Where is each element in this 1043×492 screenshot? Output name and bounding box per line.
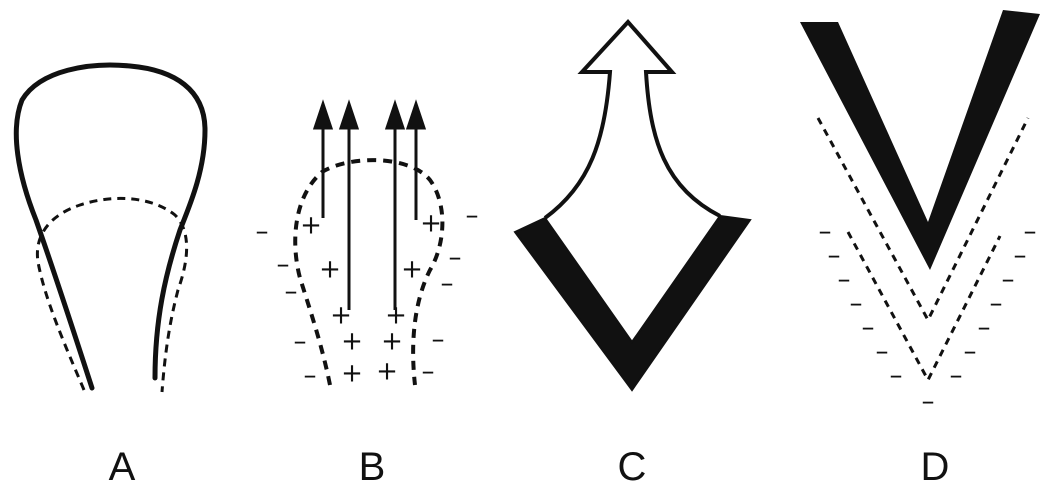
minus-sign: – xyxy=(990,289,1003,319)
plus-sign: + xyxy=(341,327,363,357)
minus-sign: – xyxy=(256,217,269,247)
plus-sign: + xyxy=(401,255,423,285)
panel-c xyxy=(515,22,750,390)
panel-d-label: D xyxy=(921,445,950,489)
plus-sign: + xyxy=(300,211,322,241)
panel-b-label: B xyxy=(359,445,386,489)
minus-sign: – xyxy=(432,325,445,355)
minus-sign: – xyxy=(294,327,307,357)
plus-sign: + xyxy=(319,255,341,285)
minus-sign: – xyxy=(277,250,290,280)
panel-a-label: A xyxy=(109,445,136,489)
minus-sign: – xyxy=(441,269,454,299)
plus-sign: + xyxy=(341,359,363,389)
panel-c-thick-v xyxy=(515,216,750,390)
minus-sign: – xyxy=(978,313,991,343)
panel-b: + + + + + + + + + + – – – – – – – – – – xyxy=(256,104,479,391)
minus-sign: – xyxy=(422,357,435,387)
minus-sign: – xyxy=(876,337,889,367)
panel-c-label: C xyxy=(618,445,647,489)
arrow-2-head xyxy=(341,104,357,128)
arrow-3-head xyxy=(387,104,403,128)
minus-sign: – xyxy=(1002,265,1015,295)
minus-sign: – xyxy=(1014,241,1027,271)
panel-d: – – – – – – – – – – – – – – – xyxy=(800,10,1040,417)
minus-sign: – xyxy=(964,337,977,367)
plus-sign: + xyxy=(420,209,442,239)
panel-labels: A B C D xyxy=(109,445,950,489)
panel-b-negative-signs: – – – – – – – – – – xyxy=(256,201,479,391)
plus-sign: + xyxy=(381,327,403,357)
minus-sign: – xyxy=(922,387,935,417)
minus-sign: – xyxy=(304,361,317,391)
plus-sign: + xyxy=(376,357,398,387)
minus-sign: – xyxy=(862,313,875,343)
minus-sign: – xyxy=(285,277,298,307)
minus-sign: – xyxy=(890,361,903,391)
minus-sign: – xyxy=(466,201,479,231)
panel-c-upward-arrow xyxy=(545,22,720,218)
minus-sign: – xyxy=(950,361,963,391)
panel-a-solid-outline xyxy=(16,65,205,388)
panel-a xyxy=(16,65,205,392)
arrow-1-head xyxy=(315,104,331,128)
panel-d-thick-v xyxy=(800,10,1040,270)
arrow-4-head xyxy=(408,104,424,128)
